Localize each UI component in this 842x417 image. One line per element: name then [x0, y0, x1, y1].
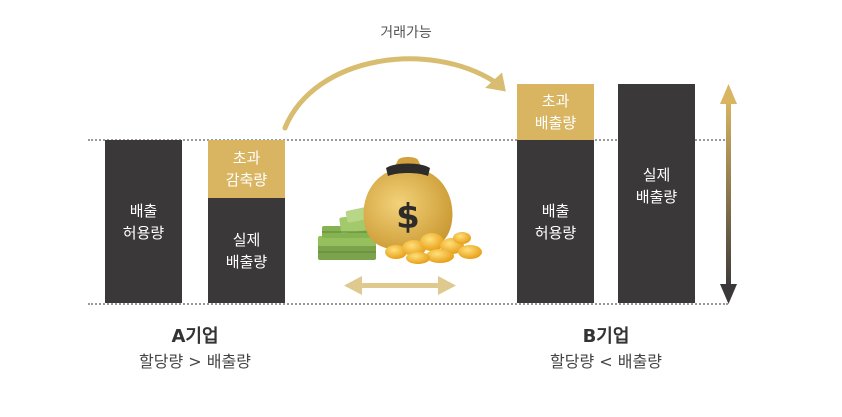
exchange-arrow	[344, 276, 456, 295]
b-title: B기업	[582, 326, 630, 347]
a-allowance-label: 배출 허용량	[122, 201, 165, 242]
a-surplus-reduction-bar: 초과 감축량	[208, 140, 285, 198]
b-subtitle: 할당량 < 배출량	[550, 352, 662, 371]
b-actual-label: 실제 배출량	[635, 166, 678, 206]
a-subtitle: 할당량 > 배출량	[139, 352, 251, 371]
b-excess-emission-bar: 초과 배출량	[517, 84, 594, 140]
emission-range-arrow	[720, 84, 737, 304]
a-title: A기업	[171, 326, 219, 347]
trade-label: 거래가능	[380, 25, 432, 41]
dollar-sign-icon: $	[396, 197, 420, 237]
b-excess-label: 초과 배출량	[534, 92, 577, 132]
coin-pile-icon	[385, 232, 482, 264]
a-actual-emission-bar: 실제 배출량	[208, 198, 285, 303]
a-allowance-bar: 배출 허용량	[105, 140, 182, 303]
trade-arrow	[282, 56, 506, 131]
a-actual-label: 실제 배출량	[225, 230, 268, 271]
money-bag-icon: $	[318, 157, 482, 264]
b-allowance-label: 배출 허용량	[534, 201, 577, 242]
b-actual-emission-bar: 실제 배출량	[618, 84, 695, 303]
b-caption: B기업 할당량 < 배출량	[506, 322, 706, 372]
b-allowance-bar: 배출 허용량	[517, 140, 594, 303]
lower-guide-line	[88, 303, 728, 305]
a-surplus-label: 초과 감축량	[225, 149, 268, 189]
a-caption: A기업 할당량 > 배출량	[95, 322, 295, 372]
upper-guide-line	[88, 139, 728, 141]
